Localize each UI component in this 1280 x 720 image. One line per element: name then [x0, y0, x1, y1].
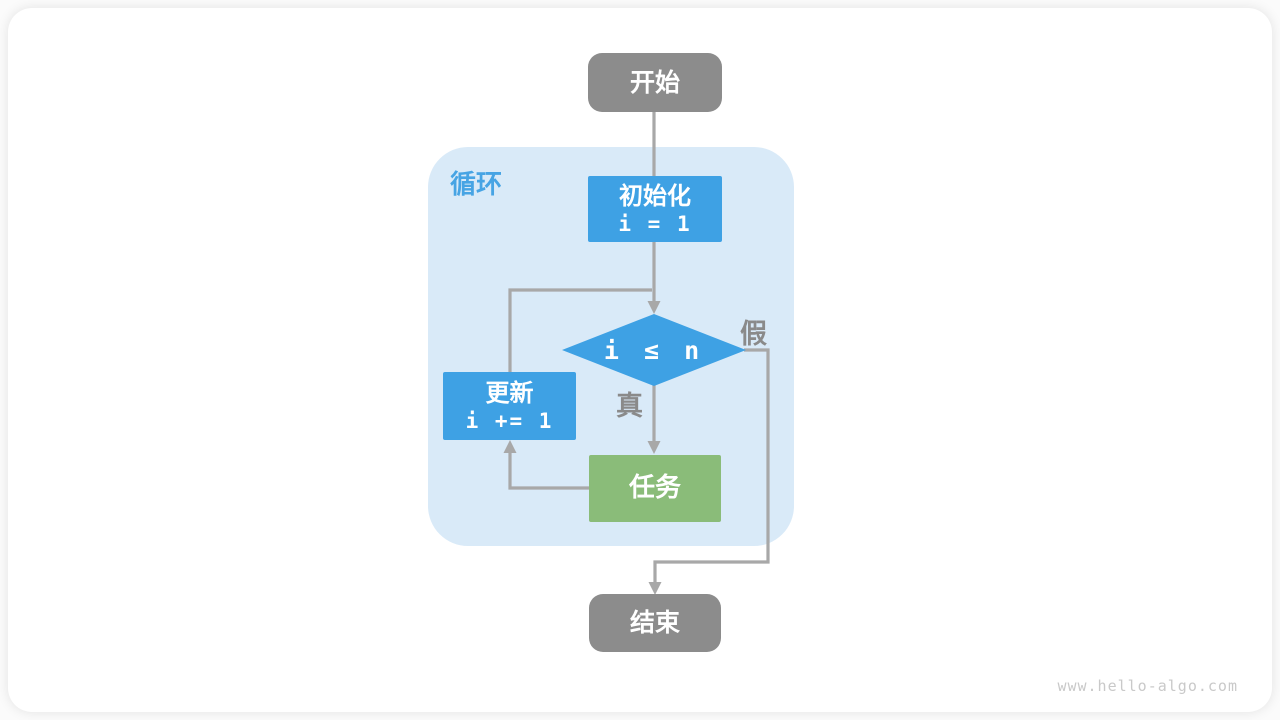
condition-expression: i ≤ n — [603, 335, 705, 365]
start-node: 开始 — [588, 53, 722, 112]
task-node: 任务 — [589, 455, 721, 522]
end-node: 结束 — [589, 594, 721, 652]
task-node-label: 任务 — [628, 473, 681, 504]
init-node-code: i = 1 — [618, 211, 692, 236]
edge-label-true: 真 — [616, 391, 643, 422]
loop-region-label: 循环 — [450, 170, 503, 200]
end-node-label: 结束 — [629, 608, 680, 638]
start-node-label: 开始 — [629, 67, 680, 97]
watermark: www.hello-algo.com — [1057, 677, 1238, 695]
update-node-label: 更新 — [485, 378, 534, 407]
edge-label-false: 假 — [740, 319, 767, 350]
update-node-code: i += 1 — [465, 408, 554, 433]
init-node-label: 初始化 — [619, 181, 691, 210]
init-node: 初始化 i = 1 — [588, 176, 722, 242]
update-node: 更新 i += 1 — [443, 372, 576, 440]
